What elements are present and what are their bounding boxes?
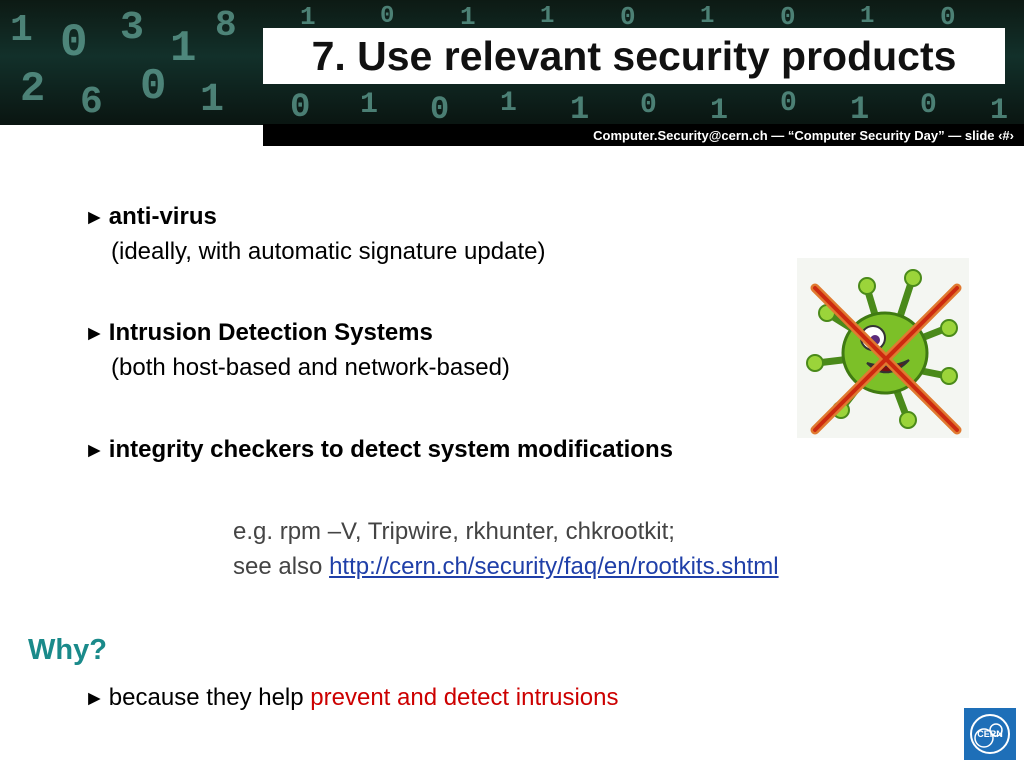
svg-text:0: 0 — [640, 90, 657, 121]
svg-text:8: 8 — [215, 5, 237, 46]
svg-text:1: 1 — [200, 78, 224, 123]
bullet-anti-virus: ►anti-virus (ideally, with automatic sig… — [84, 200, 545, 269]
bullet-arrow-icon: ► — [84, 439, 105, 462]
svg-text:1: 1 — [540, 3, 554, 30]
footer-text: Computer.Security@cern.ch — “Computer Se… — [593, 127, 1014, 143]
svg-text:0: 0 — [620, 2, 636, 32]
cern-logo: CERN — [964, 708, 1016, 760]
svg-text:1: 1 — [500, 88, 517, 119]
bullet-ids: ►Intrusion Detection Systems (both host-… — [84, 316, 510, 385]
svg-text:1: 1 — [700, 3, 714, 30]
bullet-detail: (ideally, with automatic signature updat… — [111, 238, 546, 265]
crossed-out-virus-icon — [797, 258, 969, 438]
bullet-arrow-icon: ► — [84, 206, 105, 229]
svg-text:0: 0 — [780, 88, 797, 119]
bullet-title: anti-virus — [108, 203, 217, 230]
svg-text:0: 0 — [780, 2, 796, 32]
svg-text:1: 1 — [460, 2, 476, 32]
see-also-label: see also — [233, 553, 330, 580]
svg-text:CERN: CERN — [977, 729, 1003, 739]
rootkits-faq-link[interactable]: http://cern.ch/security/faq/en/rootkits.… — [329, 553, 779, 580]
svg-text:3: 3 — [120, 6, 144, 51]
bullet-arrow-icon: ► — [84, 687, 105, 710]
svg-text:1: 1 — [360, 88, 378, 122]
svg-text:1: 1 — [850, 91, 869, 125]
bullet-integrity-checkers: ►integrity checkers to detect system mod… — [84, 433, 673, 468]
bullet-why: ►because they help prevent and detect in… — [84, 681, 618, 716]
svg-text:1: 1 — [570, 91, 589, 125]
slide-title: 7. Use relevant security products — [311, 32, 957, 79]
svg-text:1: 1 — [990, 94, 1008, 125]
svg-text:0: 0 — [60, 17, 88, 69]
why-text: because they help — [108, 684, 311, 711]
svg-text:1: 1 — [710, 94, 728, 125]
svg-text:6: 6 — [80, 81, 103, 124]
why-heading: Why? — [28, 634, 107, 666]
why-highlight: prevent and detect intrusions — [310, 684, 619, 711]
example-block: e.g. rpm –V, Tripwire, rkhunter, chkroot… — [233, 514, 779, 584]
bullet-title: Intrusion Detection Systems — [108, 319, 433, 346]
bullet-title: integrity checkers to detect system modi… — [108, 436, 673, 463]
svg-text:0: 0 — [940, 2, 956, 32]
svg-text:0: 0 — [920, 90, 937, 121]
svg-text:1: 1 — [170, 24, 196, 74]
header-banner: 1 0 3 1 8 2 6 0 1 0 1 0 1 1 0 1 0 1 0 1 … — [0, 0, 1024, 125]
svg-text:0: 0 — [290, 89, 310, 125]
footer-bar: Computer.Security@cern.ch — “Computer Se… — [263, 124, 1024, 146]
svg-text:1: 1 — [300, 2, 316, 32]
example-tools: e.g. rpm –V, Tripwire, rkhunter, chkroot… — [233, 518, 675, 545]
svg-text:0: 0 — [140, 62, 166, 112]
bullet-detail: (both host-based and network-based) — [111, 354, 510, 381]
svg-text:1: 1 — [860, 3, 874, 30]
title-box: 7. Use relevant security products — [263, 28, 1005, 84]
svg-text:0: 0 — [380, 3, 394, 30]
svg-text:0: 0 — [430, 91, 449, 125]
svg-text:2: 2 — [20, 65, 45, 113]
svg-text:1: 1 — [10, 9, 33, 52]
digital-binary-background: 1 0 3 1 8 2 6 0 1 0 1 0 1 1 0 1 0 1 0 1 … — [10, 2, 1008, 125]
bullet-arrow-icon: ► — [84, 322, 105, 345]
